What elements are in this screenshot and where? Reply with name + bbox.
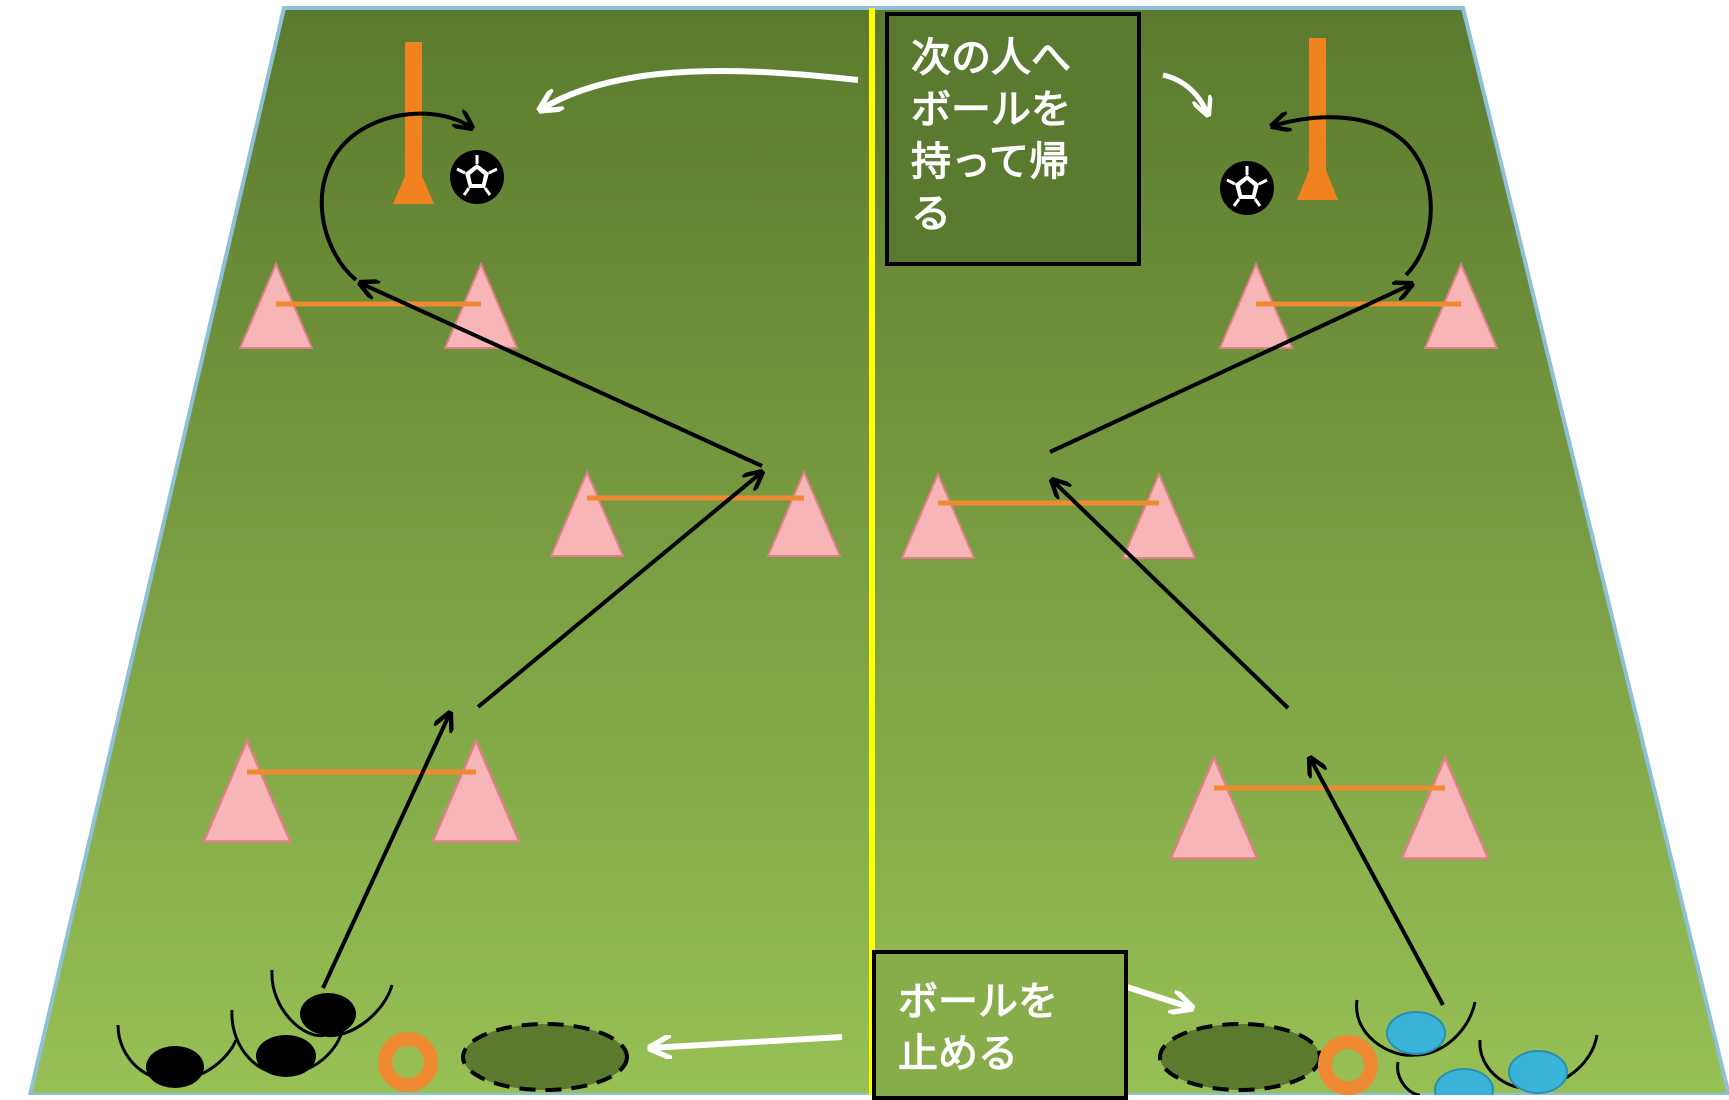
stop-arrow-left [650,1034,843,1048]
player-icon [230,1009,345,1077]
player-icon [116,1024,238,1088]
player-icon [1355,999,1477,1057]
player-icon [1478,1034,1599,1094]
return-arrow-left [540,68,859,110]
soccer-field [27,6,1729,1095]
hurdle-right-top [1219,263,1498,349]
path-right [1050,117,1445,1006]
return-arrow-right [1162,72,1208,115]
stop-arrow-right [1126,984,1192,1008]
note-line: ボールを [911,87,1071,133]
hurdle-left-bottom [202,739,521,843]
right-team-players [1355,999,1599,1095]
stop-ball-note: ボールを 止める [872,950,1128,1100]
note-line: 持って帰 [911,139,1069,185]
return-ball-note: 次の人へ ボールを 持って帰 る [885,12,1141,266]
note-line: 次の人へ [911,35,1071,81]
hurdle-left-top [239,263,518,349]
stop-zone-left [461,1022,629,1092]
hurdle-left-middle [550,471,841,557]
player-icon [270,969,394,1038]
hurdle-right-middle [901,473,1196,559]
soccer-ball-left-icon [448,148,506,206]
note-line: る [911,191,951,237]
stop-zone-right [1158,1022,1322,1092]
path-left [319,114,762,989]
hurdle-right-bottom [1169,756,1490,860]
ring-marker-left [378,1032,438,1092]
pole-right [1297,38,1338,200]
ring-marker-right [1318,1035,1378,1095]
soccer-ball-right-icon [1218,159,1276,217]
note-line: ボールを [898,979,1058,1025]
left-team-players [116,969,394,1088]
note-line: 止める [898,1031,1018,1077]
